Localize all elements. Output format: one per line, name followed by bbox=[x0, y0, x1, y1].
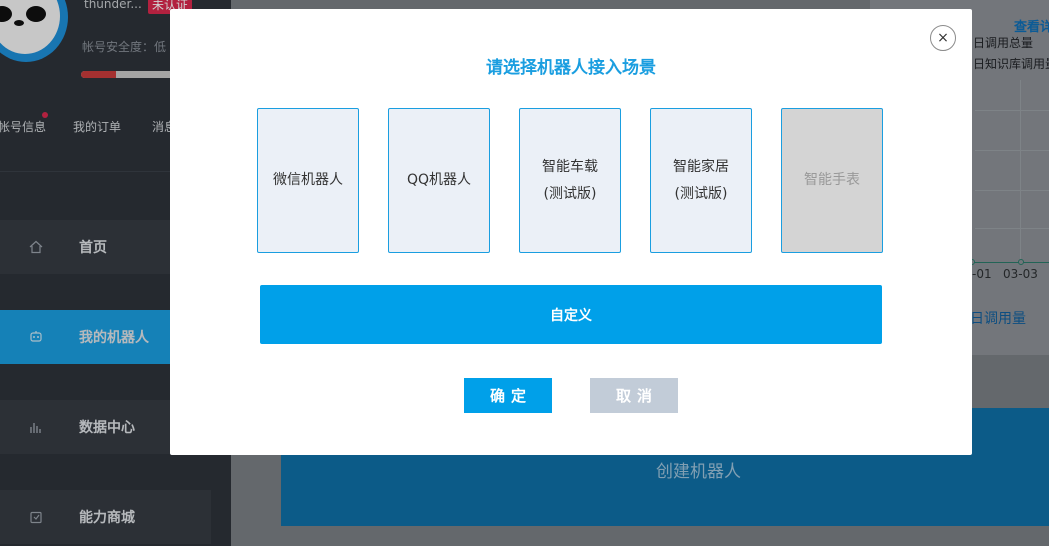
scene-card-sublabel: (测试版) bbox=[674, 185, 728, 202]
scene-card-car[interactable]: 智能车载 (测试版) bbox=[519, 108, 621, 253]
scene-card-label: 智能家居 bbox=[673, 158, 729, 175]
scene-card-label: 智能手表 bbox=[804, 172, 860, 188]
close-button[interactable]: × bbox=[930, 25, 956, 51]
custom-scene-button[interactable]: 自定义 bbox=[260, 285, 882, 344]
scene-card-label: 智能车载 bbox=[542, 158, 598, 175]
scene-card-wechat[interactable]: 微信机器人 bbox=[257, 108, 359, 253]
sidebar-divider bbox=[0, 171, 231, 172]
scene-select-dialog: × 请选择机器人接入场景 微信机器人 QQ机器人 智能车载 (测试版) 智能家居… bbox=[170, 9, 972, 455]
panda-eye-left bbox=[0, 6, 12, 22]
legend-daily-kb: 日知识库调用量 bbox=[973, 57, 1049, 71]
chart-point bbox=[1018, 259, 1024, 265]
security-progress-bar bbox=[81, 71, 231, 78]
security-progress-fill bbox=[81, 71, 116, 78]
chart-tick-label: 03-03 bbox=[1003, 267, 1038, 281]
chart-series-line bbox=[972, 262, 1049, 263]
sidebar-item-capability-store[interactable]: 能力商城 bbox=[0, 490, 211, 544]
scene-card-label: QQ机器人 bbox=[406, 172, 472, 188]
view-details-link[interactable]: 查看详情 bbox=[1014, 20, 1049, 35]
close-icon: × bbox=[937, 30, 949, 46]
panda-eye-right bbox=[26, 6, 46, 22]
panda-nose bbox=[14, 20, 24, 26]
chart-gridline bbox=[975, 228, 1049, 229]
scene-card-watch: 智能手表 bbox=[781, 108, 883, 253]
sidebar-item-label: 我的机器人 bbox=[79, 330, 149, 346]
sidebar-item-label: 首页 bbox=[79, 240, 107, 256]
sidebar-item-label: 数据中心 bbox=[79, 420, 135, 436]
cancel-button[interactable]: 取消 bbox=[590, 378, 678, 413]
confirm-button[interactable]: 确定 bbox=[464, 378, 552, 413]
scene-card-qq[interactable]: QQ机器人 bbox=[388, 108, 490, 253]
security-label: 帐号安全度： bbox=[82, 40, 155, 54]
calendar-icon bbox=[28, 509, 44, 525]
create-robot-label: 创建机器人 bbox=[656, 462, 741, 482]
quick-link-orders[interactable]: 我的订单 bbox=[73, 120, 122, 134]
confirm-label: 确定 bbox=[489, 387, 532, 405]
notification-dot bbox=[42, 112, 48, 118]
sidebar-item-label: 能力商城 bbox=[79, 510, 135, 526]
scene-card-sublabel: (测试版) bbox=[543, 185, 597, 202]
chart-gridline bbox=[975, 190, 1049, 191]
chart-gridline bbox=[975, 150, 1049, 151]
avatar[interactable] bbox=[0, 0, 68, 62]
daily-usage-label: 日调用量 bbox=[970, 311, 1026, 327]
username: thunder... bbox=[84, 0, 142, 11]
security-level: 帐号安全度：低 bbox=[82, 38, 166, 55]
chart-bars-icon bbox=[28, 419, 44, 435]
legend-daily-total: 日调用总量 bbox=[973, 36, 1034, 50]
home-icon bbox=[28, 239, 44, 255]
scene-card-label: 微信机器人 bbox=[273, 172, 343, 188]
scene-card-home[interactable]: 智能家居 (测试版) bbox=[650, 108, 752, 253]
chart-gridline bbox=[975, 110, 1049, 111]
cancel-label: 取消 bbox=[615, 387, 658, 405]
chart-gridline bbox=[1020, 80, 1021, 262]
quick-link-account[interactable]: 帐号信息 bbox=[0, 120, 47, 134]
custom-scene-label: 自定义 bbox=[550, 307, 592, 324]
dialog-title: 请选择机器人接入场景 bbox=[486, 58, 656, 78]
robot-icon bbox=[28, 329, 44, 345]
chart-tick-label: -01 bbox=[972, 267, 992, 281]
security-value: 低 bbox=[154, 40, 167, 54]
